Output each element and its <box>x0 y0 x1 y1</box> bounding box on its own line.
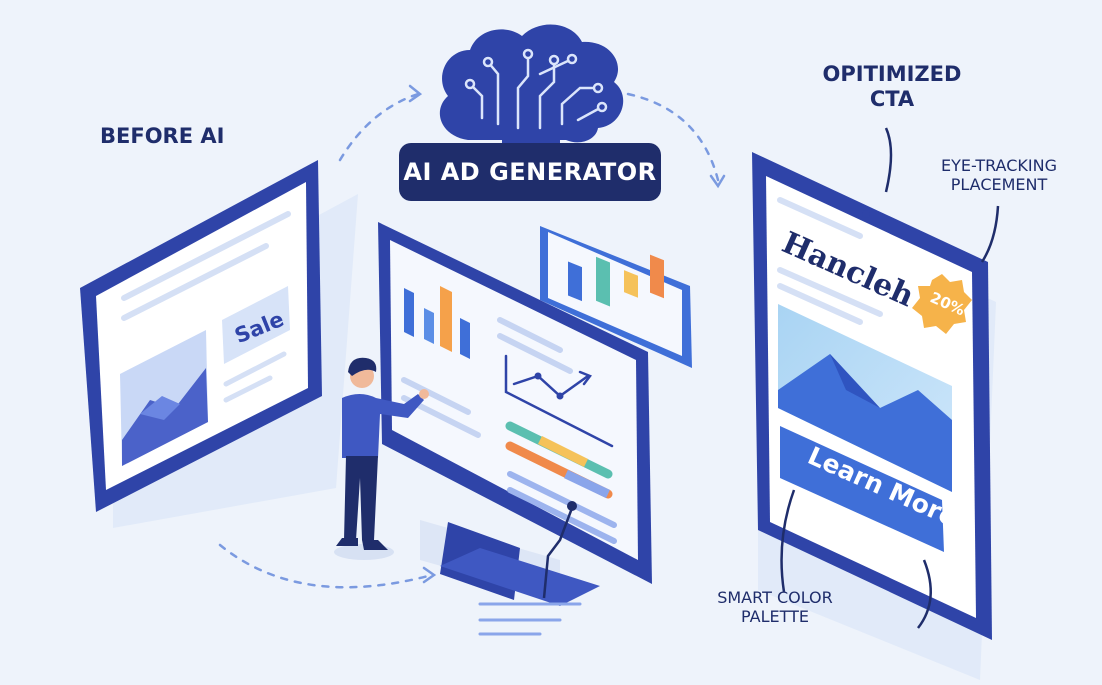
line-chart-icon <box>504 354 614 448</box>
cta-label-line2: CTA <box>869 87 915 112</box>
arrow-heads <box>408 84 726 584</box>
flow-arrows <box>218 92 720 589</box>
before-ai-label: BEFORE AI <box>100 124 225 148</box>
brain-circuit-icon <box>439 24 624 150</box>
palette-label-line1: SMART COLOR <box>717 588 833 607</box>
palette-label-line2: PALETTE <box>741 607 809 627</box>
ai-ad-generator-badge: AI AD GENERATOR <box>399 143 661 201</box>
smart-color-palette-label: SMART COLOR PALETTE <box>700 588 850 626</box>
eye-label-line2: PLACEMENT <box>950 175 1048 195</box>
eye-tracking-label: EYE-TRACKING PLACEMENT <box>924 156 1074 194</box>
optimized-cta-label: OPITIMIZED CTA <box>812 62 972 112</box>
before-ai-screen <box>80 160 358 528</box>
discount-badge <box>912 274 972 334</box>
eye-label-line1: EYE-TRACKING <box>941 156 1057 175</box>
person-figure <box>334 357 429 560</box>
cta-label-line1: OPITIMIZED <box>822 62 962 86</box>
dashboard-monitor <box>378 222 652 636</box>
optimized-ad-tablet <box>752 127 1000 680</box>
floating-bar-chart-card <box>540 226 692 368</box>
